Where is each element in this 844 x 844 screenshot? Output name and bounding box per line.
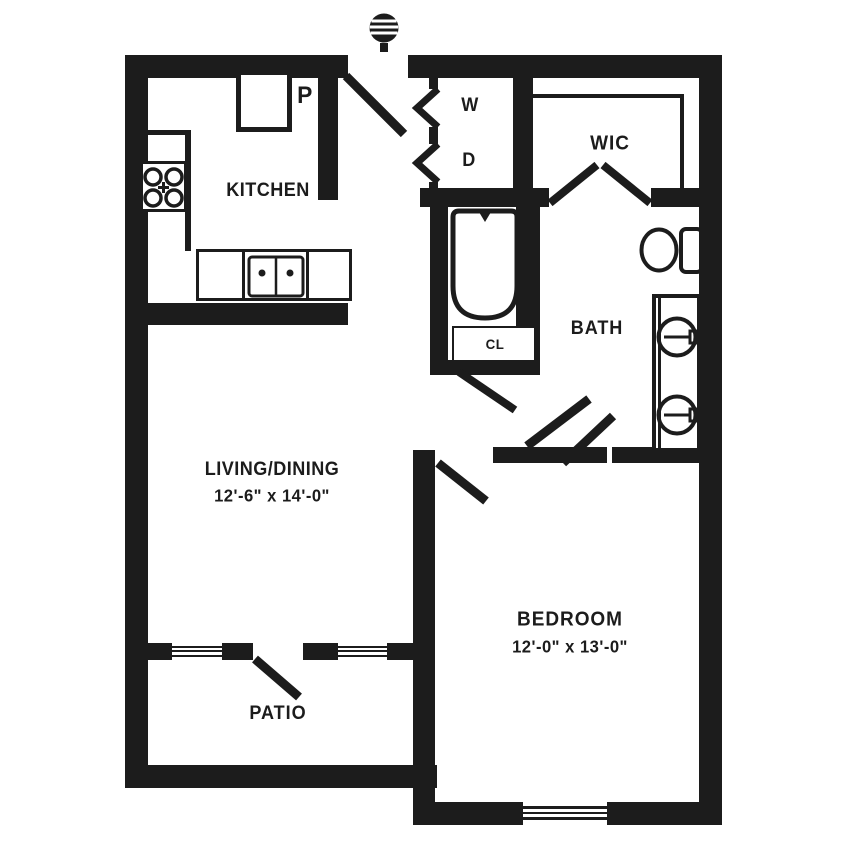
wall-wic-bottom-left [533, 188, 549, 207]
wall-kitchen-right [318, 65, 338, 200]
linen-closet-box [452, 326, 536, 362]
kitchen-label: KITCHEN [226, 180, 310, 201]
living-dining-dims: 12'-6" x 14'-0" [214, 485, 330, 506]
wd-closet-jamb [429, 75, 438, 89]
wic-shelf-line [533, 94, 683, 98]
wd-bifold-door [411, 86, 441, 130]
wall-bedroom-bottom-left [413, 802, 523, 825]
sink-counter-divider [306, 252, 309, 298]
stove-burners [143, 167, 184, 208]
bath-label: BATH [570, 318, 624, 339]
wall-patio-divider [148, 643, 172, 660]
washer-label: W [461, 95, 479, 116]
pantry-label: P [297, 82, 313, 109]
patio-window-line [172, 655, 222, 658]
wall-right [699, 55, 722, 825]
bedroom-label: BEDROOM [517, 608, 623, 631]
bedroom-door-swing [435, 459, 489, 505]
wall-wic-left [513, 75, 533, 192]
bath-door-swing [559, 412, 617, 467]
kitchen-counter-edge [185, 133, 191, 251]
wic-door-right [600, 161, 653, 207]
vanity-sink [656, 316, 700, 358]
wic-shelf-line [680, 94, 684, 190]
patio-window-line [172, 650, 222, 653]
patio-window-line [338, 645, 387, 648]
entry-door-swing [342, 72, 408, 138]
kitchen-sink [247, 255, 305, 298]
closet-door-swing [456, 368, 518, 414]
linen-closet-label: CL [485, 336, 505, 352]
wd-closet-jamb [429, 127, 438, 144]
bedroom-window-line [523, 806, 607, 809]
patio-door-swing [252, 655, 302, 701]
bathtub [450, 208, 520, 321]
living-dining-label: LIVING/DINING [204, 459, 340, 480]
wall-wic-bottom-right [651, 188, 722, 207]
wd-closet-jamb [429, 182, 438, 193]
wall-bedroom-left [413, 450, 435, 825]
sink-counter-divider [242, 252, 245, 298]
vanity-edge [658, 296, 661, 450]
wall-patio-divider [222, 643, 253, 660]
patio-label: PATIO [249, 703, 307, 724]
bedroom-window-line [523, 817, 607, 820]
wall-wd-bottom [420, 188, 533, 207]
wall-bath-left [430, 207, 448, 375]
wall-patio-divider [387, 643, 413, 660]
bedroom-window-line [523, 811, 607, 814]
wall-bedroom-bottom-right [607, 802, 722, 825]
wall-top-right [408, 55, 722, 78]
patio-window-line [172, 645, 222, 648]
toilet [639, 227, 704, 274]
vanity-sink [656, 394, 700, 436]
bedroom-dims: 12'-0" x 13'-0" [512, 636, 628, 657]
entry-light-icon [369, 13, 399, 52]
wall-closet-bottom [448, 360, 536, 375]
wall-top-left [125, 55, 348, 78]
bath-door-swing [524, 395, 592, 450]
wd-bifold-door [411, 141, 441, 185]
patio-window-line [338, 650, 387, 653]
wic-label: WIC [590, 132, 630, 155]
pantry-cabinet [236, 70, 292, 132]
patio-window-line [338, 655, 387, 658]
wall-left [125, 55, 148, 788]
wall-patio-bottom [125, 765, 437, 788]
wall-patio-divider [303, 643, 338, 660]
dryer-label: D [462, 150, 476, 171]
kitchen-bar-counter [148, 303, 348, 325]
kitchen-counter-edge [148, 130, 191, 135]
wic-door-left [547, 161, 600, 207]
